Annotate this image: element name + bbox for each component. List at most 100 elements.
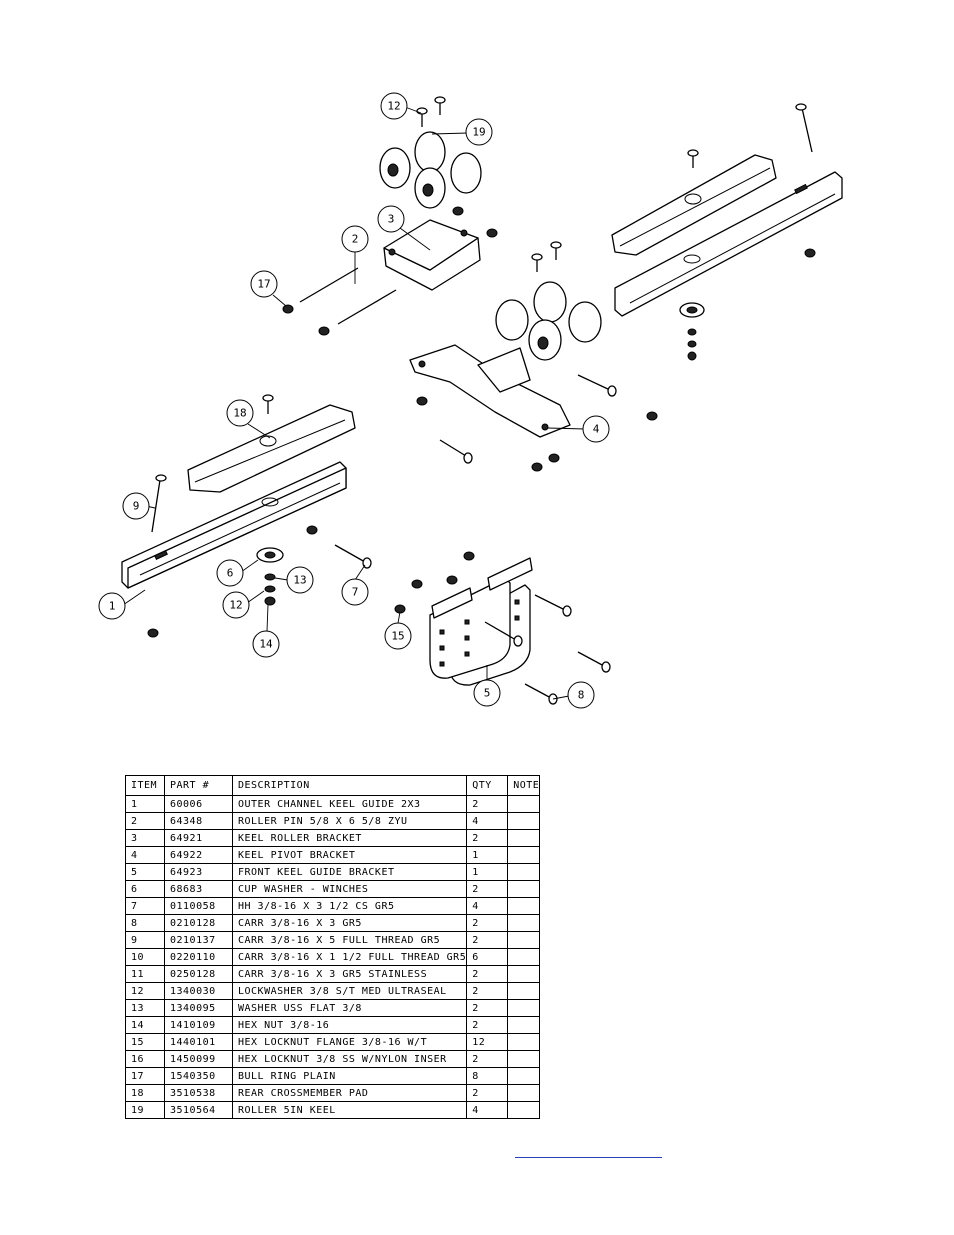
qty-cell: 2: [466, 1084, 509, 1102]
callout-17: 17: [250, 270, 278, 298]
item-cell: 7: [125, 897, 165, 915]
part-number-cell: 1540350: [164, 1067, 233, 1085]
item-cell: 19: [125, 1101, 165, 1119]
note-cell: [507, 1016, 541, 1034]
callout-12-label: 12: [229, 599, 242, 612]
callout-10-label: 12: [387, 100, 400, 113]
callout-19: 19: [465, 118, 493, 146]
bull-rings-17: [282, 206, 498, 336]
description-cell: ROLLER PIN 5/8 X 6 5/8 ZYU: [231, 812, 468, 830]
part-number-cell: 3510564: [164, 1101, 233, 1119]
item-cell: 9: [125, 931, 165, 949]
part-number-cell: 0210128: [164, 914, 233, 932]
item-cell: 12: [125, 982, 165, 1000]
header-note: NOTE: [507, 775, 541, 796]
callout-18: 18: [226, 399, 254, 427]
part-number-cell: 1340095: [164, 999, 233, 1017]
exploded-assembly-diagram: 12 19 3 2 17 18 9 6 1 13 12 14: [98, 92, 843, 709]
note-cell: [507, 931, 541, 949]
callout-6-label: 6: [227, 567, 234, 580]
note-cell: [507, 829, 541, 847]
callout-2: 2: [341, 225, 369, 253]
part-number-cell: 1440101: [164, 1033, 233, 1051]
header-item: ITEM: [125, 775, 165, 796]
note-cell: [507, 914, 541, 932]
callout-13-label: 13: [293, 574, 306, 587]
item-cell: 8: [125, 914, 165, 932]
description-cell: OUTER CHANNEL KEEL GUIDE 2X3: [231, 795, 468, 813]
item-cell: 11: [125, 965, 165, 983]
description-cell: FRONT KEEL GUIDE BRACKET: [231, 863, 468, 881]
callout-4: 4: [582, 415, 610, 443]
item-cell: 14: [125, 1016, 165, 1034]
description-cell: KEEL PIVOT BRACKET: [231, 846, 468, 864]
callout-12: 12: [222, 591, 250, 619]
right-hardware: [679, 103, 816, 361]
qty-cell: 4: [466, 1101, 509, 1119]
note-cell: [507, 795, 541, 813]
description-cell: KEEL ROLLER BRACKET: [231, 829, 468, 847]
part-number-cell: 64923: [164, 863, 233, 881]
note-cell: [507, 999, 541, 1017]
part-number-cell: 3510538: [164, 1084, 233, 1102]
part-number-cell: 64921: [164, 829, 233, 847]
note-cell: [507, 1033, 541, 1051]
note-cell: [507, 982, 541, 1000]
callout-8: 8: [567, 681, 595, 709]
crossmember-pad-left: [187, 404, 356, 493]
qty-cell: 12: [466, 1033, 509, 1051]
hex-bolt-7: [334, 544, 372, 569]
description-cell: CARR 3/8-16 X 1 1/2 FULL THREAD GR5: [231, 948, 468, 966]
description-cell: HEX LOCKNUT 3/8 SS W/NYLON INSER: [231, 1050, 468, 1068]
qty-cell: 2: [466, 931, 509, 949]
callout-14-label: 14: [259, 638, 273, 651]
carriage-bolts-middle: [531, 241, 562, 272]
callout-14: 14: [252, 630, 280, 658]
part-number-cell: 1410109: [164, 1016, 233, 1034]
item-cell: 16: [125, 1050, 165, 1068]
bom-header-row: ITEM PART # DESCRIPTION QTY NOTE: [125, 775, 541, 796]
qty-cell: 6: [466, 948, 509, 966]
footer-link-underline[interactable]: [515, 1157, 662, 1158]
item-cell: 5: [125, 863, 165, 881]
qty-cell: 1: [466, 846, 509, 864]
part-number-cell: 0110058: [164, 897, 233, 915]
callout-3-label: 3: [388, 213, 395, 226]
note-cell: [507, 846, 541, 864]
note-cell: [507, 863, 541, 881]
callout-15: 15: [384, 622, 412, 650]
description-cell: CARR 3/8-16 X 3 GR5: [231, 914, 468, 932]
qty-cell: 2: [466, 1016, 509, 1034]
qty-cell: 2: [466, 1050, 509, 1068]
part-number-cell: 64922: [164, 846, 233, 864]
qty-cell: 8: [466, 1067, 509, 1085]
description-cell: WASHER USS FLAT 3/8: [231, 999, 468, 1017]
description-cell: HH 3/8-16 X 3 1/2 CS GR5: [231, 897, 468, 915]
callout-13: 13: [286, 566, 314, 594]
note-cell: [507, 965, 541, 983]
keel-roller-bracket-3: [383, 219, 481, 291]
description-cell: CARR 3/8-16 X 5 FULL THREAD GR5: [231, 931, 468, 949]
part-number-cell: 0210137: [164, 931, 233, 949]
note-cell: [507, 1050, 541, 1068]
callout-9: 9: [122, 492, 150, 520]
roller-pair-middle: [495, 281, 602, 361]
crossmember-pad-right: [611, 154, 777, 256]
item-cell: 6: [125, 880, 165, 898]
callout-17-label: 17: [257, 278, 270, 291]
callout-15-label: 15: [391, 630, 404, 643]
outer-channel-right: [614, 171, 843, 317]
locknut-left-mid: [306, 525, 318, 535]
